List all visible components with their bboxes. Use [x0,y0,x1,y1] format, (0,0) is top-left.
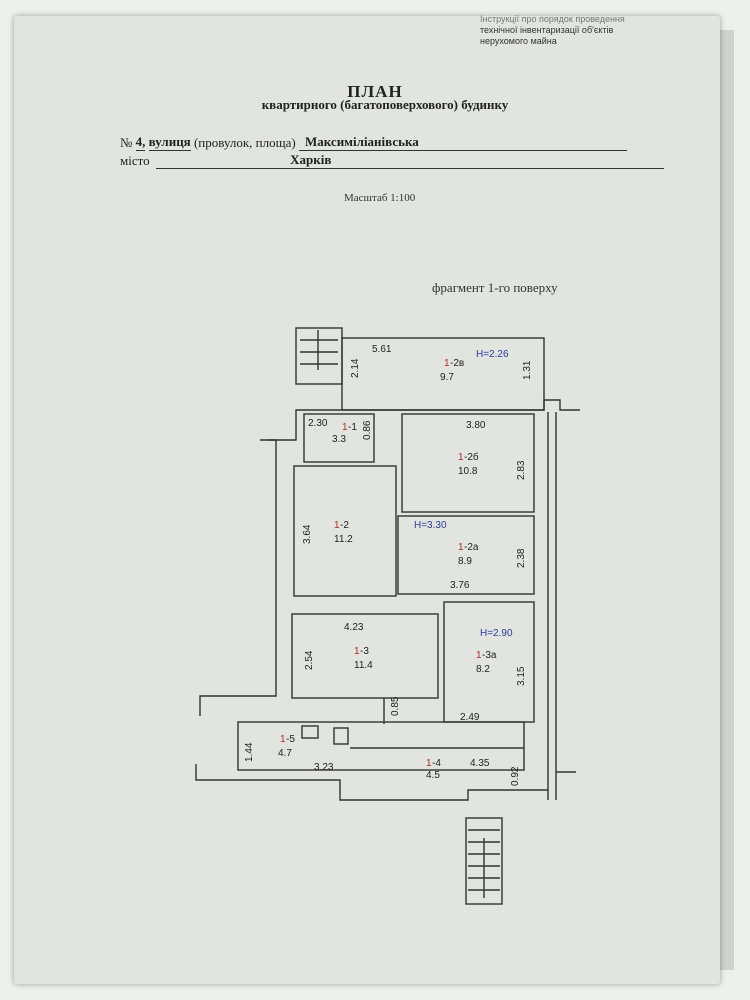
room-1-5-area: 4.7 [278,748,292,759]
city-label: місто [120,153,150,168]
dim-label: 0.92 [510,766,521,786]
city-row: місто Харків [120,152,665,169]
room-1-2a-height: H=3.30 [414,520,447,531]
room-1-2-area: 11.2 [334,534,353,545]
room-1-5-suffix: -5 [286,734,295,745]
page-title: ПЛАН [347,82,403,101]
room-1-2b-suffix: -2б [464,451,479,463]
room-1-3a-suffix: -3а [482,650,497,661]
dim-label: 2.49 [460,712,480,723]
dim-label: 1.31 [522,360,533,380]
room-1-1-suffix: -1 [348,422,357,433]
room-1-2-walls [293,465,397,597]
number-label: № [120,135,133,150]
stamp-line-2: технічної інвентаризації об'єктів [480,25,614,35]
dim-label: 3.80 [466,420,486,431]
room-1-2b-id: 1 [458,452,464,463]
room-1-3a-area: 8.2 [476,664,490,675]
room-labels: 1 -2в 9.7 H=2.26 1 -1 3.3 1 -2б 10.8 1 -… [278,349,513,781]
room-1-2v-id: 1 [444,358,450,369]
street-value: Максиміліанівська [304,134,419,149]
room-1-2-suffix: -2 [340,520,349,531]
dim-label: 5.61 [372,344,392,355]
street-suffix: (провулок, площа) [193,135,296,150]
room-1-2b-walls [401,413,535,513]
room-1-2a-suffix: -2а [464,542,479,553]
room-1-3-suffix: -3 [360,646,369,657]
number-value: 4, [135,134,146,151]
stairs-top [295,327,343,385]
dim-label: 3.23 [314,762,334,773]
city-value: Харків [290,152,332,167]
stamp-line-3: нерухомого майна [480,36,557,46]
street-field: Максиміліанівська [298,134,627,151]
outer-wall-top [260,399,580,441]
room-1-2v-suffix: -2в [450,358,464,369]
room-1-1-walls [303,413,375,463]
stamp-line-1: Інструкції про порядок проведення [480,14,625,24]
street-label: вулиця [148,134,191,151]
room-1-2a-walls [397,515,535,595]
dim-label: 4.35 [470,758,490,769]
address-row: № 4, вулиця (провулок, площа) Максиміліа… [120,134,627,151]
room-1-2v-area: 9.7 [440,372,454,383]
outer-wall-bottom [195,764,548,801]
dim-label: 3.64 [302,524,313,544]
room-1-2v-height: H=2.26 [476,349,509,360]
room-1-2a-id: 1 [458,542,464,553]
stairs-bottom [465,817,503,905]
room-1-5-id: 1 [280,734,286,745]
sink-fixture [301,725,319,739]
page-subtitle: квартирного (багатоповерхового) будинку [261,97,509,112]
corridor-walls [237,721,525,771]
plan-walls [195,327,580,905]
room-1-3a-walls [443,601,535,723]
room-1-4-id: 1 [426,758,432,769]
fragment-label: фрагмент 1-го поверху [432,280,558,295]
dim-label: 0.85 [390,696,401,716]
dim-label: 3.76 [450,580,470,591]
dim-label: 0.86 [362,420,373,440]
room-1-2-id: 1 [334,520,340,531]
toilet-fixture [333,727,349,745]
document-sheet [14,16,720,984]
room-1-3-area: 11.4 [354,660,373,671]
city-field: Харків [156,152,665,169]
room-1-2a-area: 8.9 [458,556,472,567]
dim-label: 1.44 [244,742,255,762]
dim-label: 2.83 [516,460,527,480]
dim-label: 2.30 [308,418,328,429]
room-1-3-id: 1 [354,646,360,657]
room-1-1-area: 3.3 [332,434,346,445]
room-1-4-suffix: -4 [432,758,441,769]
dim-label: 2.14 [350,358,361,378]
header-stamp: Інструкції про порядок проведення техніч… [480,14,700,47]
scale-label: Масштаб 1:100 [344,192,416,204]
dim-label: 3.15 [516,666,527,686]
dim-label: 2.54 [304,650,315,670]
room-1-1-id: 1 [342,422,348,433]
dimension-labels: 5.61 2.14 1.31 2.30 0.86 3.80 2.83 3.64 … [244,344,533,786]
room-1-4-area: 4.5 [426,770,440,781]
room-1-2b-area: 10.8 [458,466,478,477]
dim-label: 4.23 [344,622,364,633]
dim-label: 2.38 [516,548,527,568]
room-1-3a-height: H=2.90 [480,628,513,639]
room-1-3-walls [291,613,439,699]
room-1-3a-id: 1 [476,650,482,661]
outer-wall-left [199,439,277,716]
